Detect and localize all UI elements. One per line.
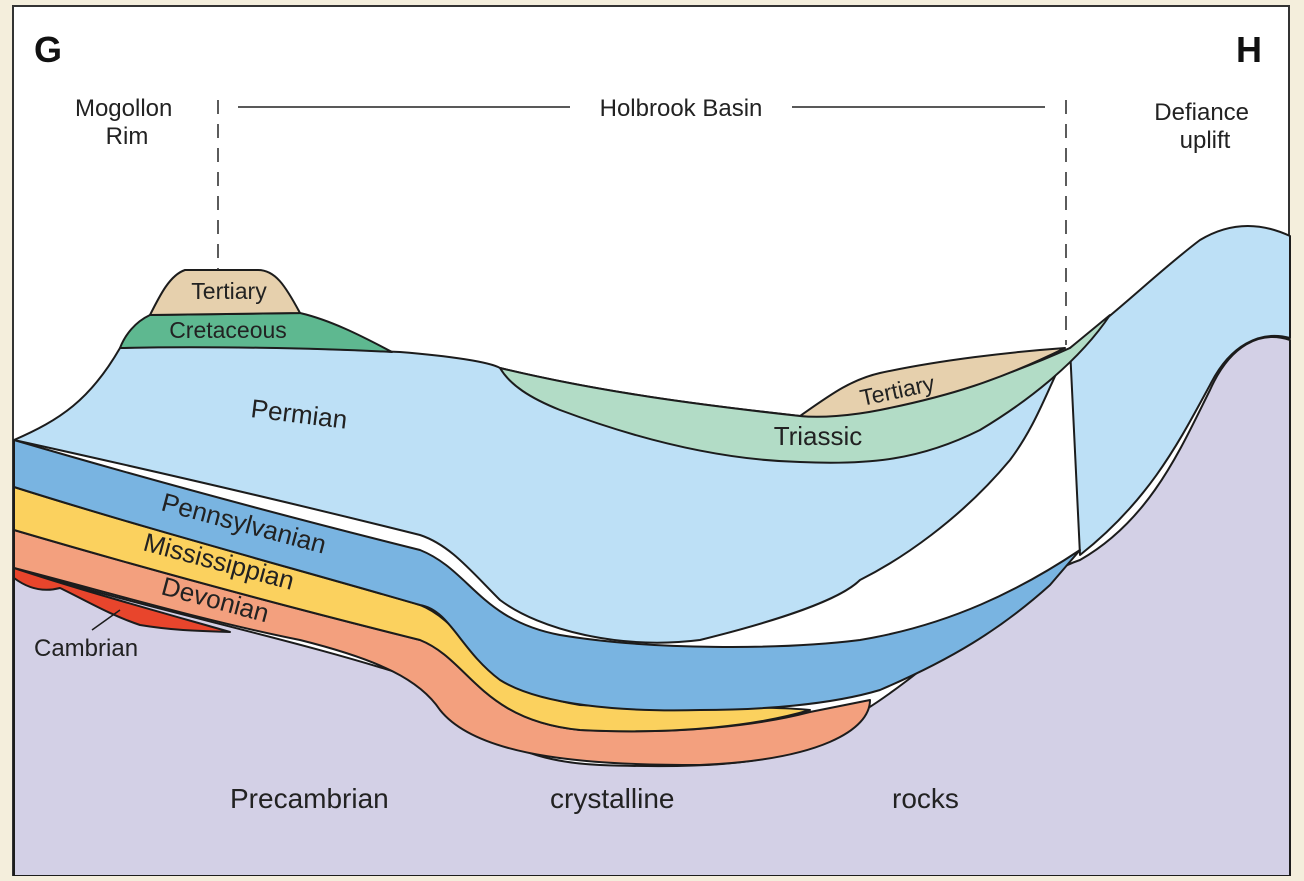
section-end-label: H: [1236, 29, 1262, 70]
mogollon-rim-line-2: Rim: [106, 123, 149, 150]
basement-label-crystalline: crystalline: [550, 783, 674, 814]
tertiary-left-label: Tertiary: [191, 278, 267, 304]
holbrook-basin-label: Holbrook Basin: [600, 95, 763, 122]
basement-label-precambrian: Precambrian: [230, 783, 389, 814]
basement-label-rocks: rocks: [892, 783, 959, 814]
section-start-label: G: [34, 29, 62, 70]
mogollon-rim-line-1: Mogollon: [75, 95, 172, 122]
triassic-label: Triassic: [774, 421, 863, 451]
cretaceous-label: Cretaceous: [169, 317, 287, 343]
defiance-uplift-line-2: uplift: [1180, 127, 1231, 154]
cambrian-label: Cambrian: [34, 635, 138, 662]
defiance-uplift-line-1: Defiance: [1154, 99, 1249, 126]
